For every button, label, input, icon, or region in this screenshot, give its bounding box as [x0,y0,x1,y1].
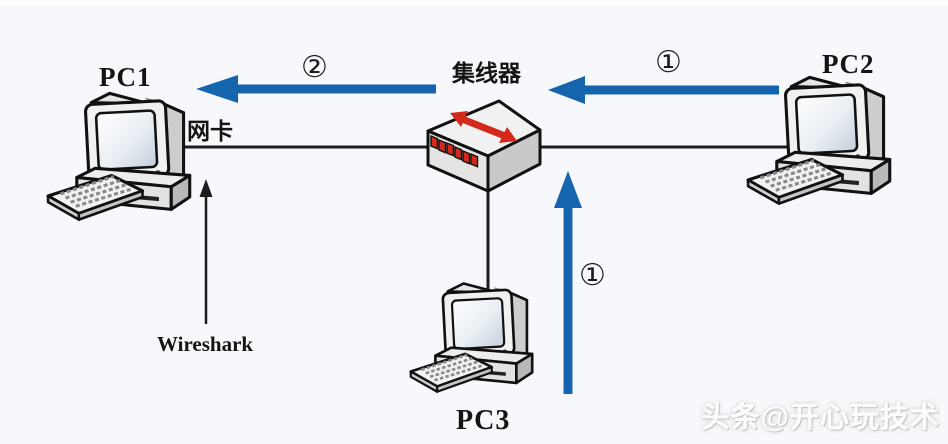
wireshark-arrow [199,179,213,324]
arrow-step1-bottom-head-icon [554,171,582,208]
watermark: 头条@开心玩技术 [700,402,940,434]
pc1-label: PC1 [99,62,152,92]
step2-badge: ② [301,50,328,85]
hub-right-face [486,128,542,193]
pc3-label: PC3 [456,405,511,436]
wireshark-arrowhead-icon [199,179,213,197]
step1-bottom-badge: ① [579,258,606,293]
step1-right-badge: ① [655,45,682,80]
arrow-step2-head-icon [196,75,238,103]
nic-label: 网卡 [187,118,233,144]
arrow-step2-hub-to-pc1 [196,75,436,103]
pc2-label: PC2 [822,49,875,79]
arrow-step1-pc3-to-hub [554,171,582,394]
hub-ports-icon [430,134,479,168]
arrow-step1-pc2-to-hub [548,76,779,104]
hub-collision-arrow-icon [450,111,517,143]
arrow-step1-right-head-icon [548,76,585,104]
wireshark-label: Wireshark [157,332,254,356]
hub-label: 集线器 [452,60,521,86]
hub-device-icon [426,99,542,193]
